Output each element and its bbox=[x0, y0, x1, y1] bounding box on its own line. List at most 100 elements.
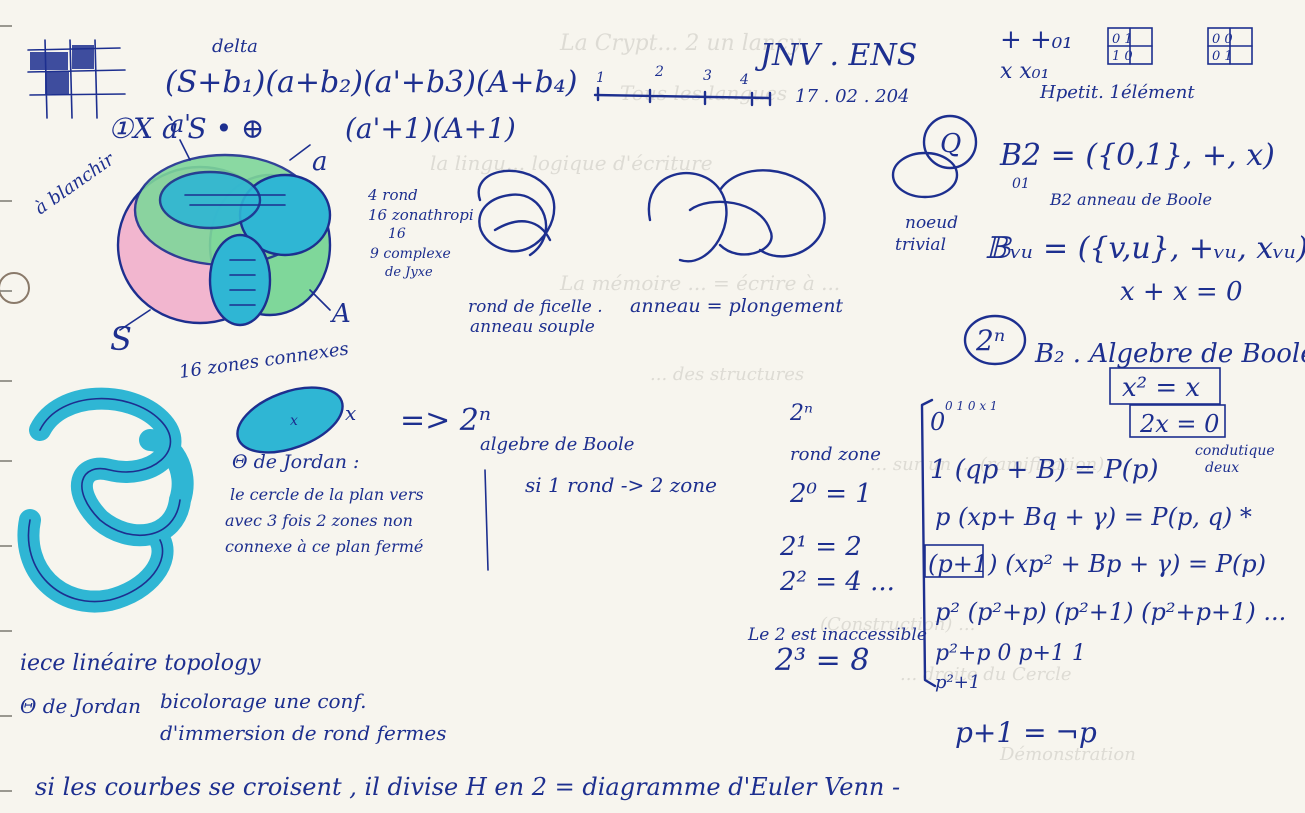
power-row-3: 2³ = 8 bbox=[774, 643, 869, 678]
two-x-box bbox=[1129, 404, 1226, 438]
power-row-2: 2² = 4 ... bbox=[779, 567, 895, 597]
implies-two-n: => 2ⁿ bbox=[400, 403, 491, 438]
svg-text:La mémoire ... = écrire à ...: La mémoire ... = écrire à ... bbox=[559, 271, 840, 295]
svg-text:... droite du Cercle: ... droite du Cercle bbox=[900, 664, 1072, 685]
plus-op-label: + +₀₁ bbox=[1000, 25, 1073, 55]
svg-text:9 complexe: 9 complexe bbox=[370, 246, 451, 262]
jordan-line-1: le cercle de la plan vers bbox=[230, 485, 424, 504]
rond-zone-header: rond zone bbox=[790, 444, 881, 465]
venn-label-blanchir: à blanchir bbox=[31, 148, 120, 219]
bottom-line-2: Θ de Jordan bbox=[20, 694, 141, 718]
small-table: 0 1 0 x 1 bbox=[945, 399, 998, 413]
knot-caption-left-1: rond de ficelle . bbox=[468, 297, 603, 317]
one-circle-two-zones: si 1 rond -> 2 zone bbox=[525, 473, 717, 497]
svg-text:0 1: 0 1 bbox=[1212, 49, 1233, 64]
x-plus-x-identity: x + x = 0 bbox=[1120, 277, 1243, 307]
svg-text:4: 4 bbox=[739, 72, 749, 88]
poly-line-7: p+1 = ¬p bbox=[955, 716, 1097, 749]
b2-description: B2 anneau de Boole bbox=[1049, 190, 1212, 209]
two-n-middle: 2ⁿ bbox=[789, 401, 813, 426]
venn-notes: 4 rond 16 zonathropi 16 9 complexe de Jy… bbox=[367, 186, 474, 280]
two-n-circle bbox=[963, 314, 1027, 366]
poly-line-6: p²+1 bbox=[935, 672, 980, 693]
b2-definition: B2 = ({0,1}, +, x) bbox=[999, 138, 1275, 173]
svg-text:16 zonathropi: 16 zonathropi bbox=[368, 206, 474, 224]
inaccessible-note: Le 2 est inaccessible bbox=[747, 625, 927, 645]
date: 17 . 02 . 204 bbox=[795, 86, 910, 107]
grid-doodle bbox=[27, 39, 126, 119]
knot-caption-right: anneau = plongement bbox=[630, 295, 843, 317]
jordan-line-3: connexe à ce plan fermé bbox=[225, 537, 423, 556]
bottom-line-1: iece linéaire topology bbox=[20, 651, 261, 676]
bvu-definition: 𝔹ᵥᵤ = ({v,u}, +ᵥᵤ, xᵥᵤ) bbox=[985, 231, 1305, 266]
svg-text:3: 3 bbox=[703, 68, 712, 84]
divider-line bbox=[484, 469, 489, 571]
svg-text:La Crypt... 2 un lancy: La Crypt... 2 un lancy bbox=[559, 31, 801, 56]
neutral-element-note: Hpetit. 1élément bbox=[1039, 82, 1195, 103]
expression-a-plus-1: (a'+1)(A+1) bbox=[345, 112, 516, 145]
bottom-line-4: d'immersion de rond fermes bbox=[160, 721, 446, 745]
date-title: JNV . ENS bbox=[754, 38, 917, 73]
times-op-label: x x₀₁ bbox=[1000, 59, 1049, 84]
knot-drawings bbox=[477, 169, 826, 263]
bottom-line-5: si les courbes se croisent , il divise H… bbox=[35, 773, 900, 801]
two-n-symbol: 2ⁿ bbox=[975, 324, 1005, 357]
svg-text:la lingu... logique d'écriture: la lingu... logique d'écriture bbox=[430, 151, 713, 175]
two-label: deux bbox=[1205, 460, 1239, 476]
svg-text:0 1: 0 1 bbox=[1112, 32, 1133, 47]
venn-label-S: S bbox=[110, 320, 132, 358]
bottom-line-3: bicolorage une conf. bbox=[160, 689, 366, 713]
svg-text:(Construction) ...: (Construction) ... bbox=[820, 614, 975, 635]
svg-text:0 0: 0 0 bbox=[1212, 32, 1233, 47]
expression-s-operator: ①X à S • ⊕ bbox=[108, 112, 265, 145]
jordan-blobs: x x bbox=[17, 386, 356, 613]
segment-ruler: 1 2 3 4 bbox=[593, 64, 772, 107]
poly-line-5: p²+p 0 p+1 1 bbox=[935, 641, 1086, 666]
show-through-text: La Crypt... 2 un lancy Tous les langues … bbox=[430, 31, 1136, 765]
binder-holes bbox=[0, 25, 30, 792]
two-x-identity: 2x = 0 bbox=[1139, 410, 1219, 438]
svg-text:Tous les langues: Tous les langues bbox=[620, 81, 787, 105]
p-plus-1-box bbox=[924, 544, 984, 578]
svg-text:2: 2 bbox=[654, 64, 664, 80]
venn-label-a: a bbox=[312, 147, 328, 177]
poly-line-1: 1 (qp + B) = P(p) bbox=[930, 455, 1159, 485]
trivial-label: trivial bbox=[895, 235, 946, 255]
svg-text:4 rond: 4 rond bbox=[367, 186, 418, 204]
svg-text:... des structures: ... des structures bbox=[650, 364, 804, 385]
b2-subscripts: 01 bbox=[1012, 176, 1030, 192]
noeud-label: noeud bbox=[905, 213, 958, 233]
boolean-product-expression: (S+b₁)(a+b₂)(a'+b3)(A+b₄) bbox=[165, 65, 577, 100]
svg-text:x: x bbox=[290, 413, 298, 429]
q-symbol: Q bbox=[940, 129, 961, 159]
jordan-title: Θ de Jordan : bbox=[232, 451, 359, 473]
venn-label-a-prime: a' bbox=[170, 110, 191, 138]
characteristic-label: condutique bbox=[1195, 443, 1275, 459]
svg-text:Démonstration: Démonstration bbox=[999, 744, 1136, 765]
poly-line-3: (p+1) (xp² + Bp + γ) = P(p) bbox=[928, 550, 1266, 578]
operation-tables: 0 1 1 0 0 0 0 1 bbox=[1107, 27, 1253, 65]
x-squared-box bbox=[1109, 367, 1221, 405]
svg-text:1: 1 bbox=[596, 70, 605, 86]
svg-text:de Jyxe: de Jyxe bbox=[385, 265, 433, 280]
power-row-1: 2¹ = 2 bbox=[779, 532, 862, 562]
poly-line-0: 0 bbox=[930, 408, 945, 436]
knot-caption-left-2: anneau souple bbox=[470, 317, 595, 337]
poly-line-2: p (xp+ Bq + γ) = P(p, q) * bbox=[935, 503, 1252, 531]
q-circle bbox=[922, 114, 978, 170]
x-squared-identity: x² = x bbox=[1122, 373, 1200, 403]
svg-text:16: 16 bbox=[388, 226, 406, 242]
svg-text:1 0: 1 0 bbox=[1112, 49, 1133, 64]
delta-label: delta bbox=[212, 36, 258, 57]
zones-count-note: 16 zones connexes bbox=[178, 338, 350, 383]
power-row-0: 2⁰ = 1 bbox=[789, 479, 872, 509]
trivial-knot-circle bbox=[891, 151, 959, 199]
venn-label-A: A bbox=[330, 299, 351, 329]
svg-text:... sur un ... (ramification): ... sur un ... (ramification) bbox=[870, 454, 1104, 475]
poly-bracket bbox=[920, 398, 937, 688]
jordan-algebra-note: algebre de Boole bbox=[480, 434, 634, 455]
poly-line-4: p² (p²+p) (p²+1) (p²+p+1) ... bbox=[935, 598, 1286, 626]
boolean-algebra-label: B₂ . Algebre de Boole bbox=[1034, 339, 1305, 369]
